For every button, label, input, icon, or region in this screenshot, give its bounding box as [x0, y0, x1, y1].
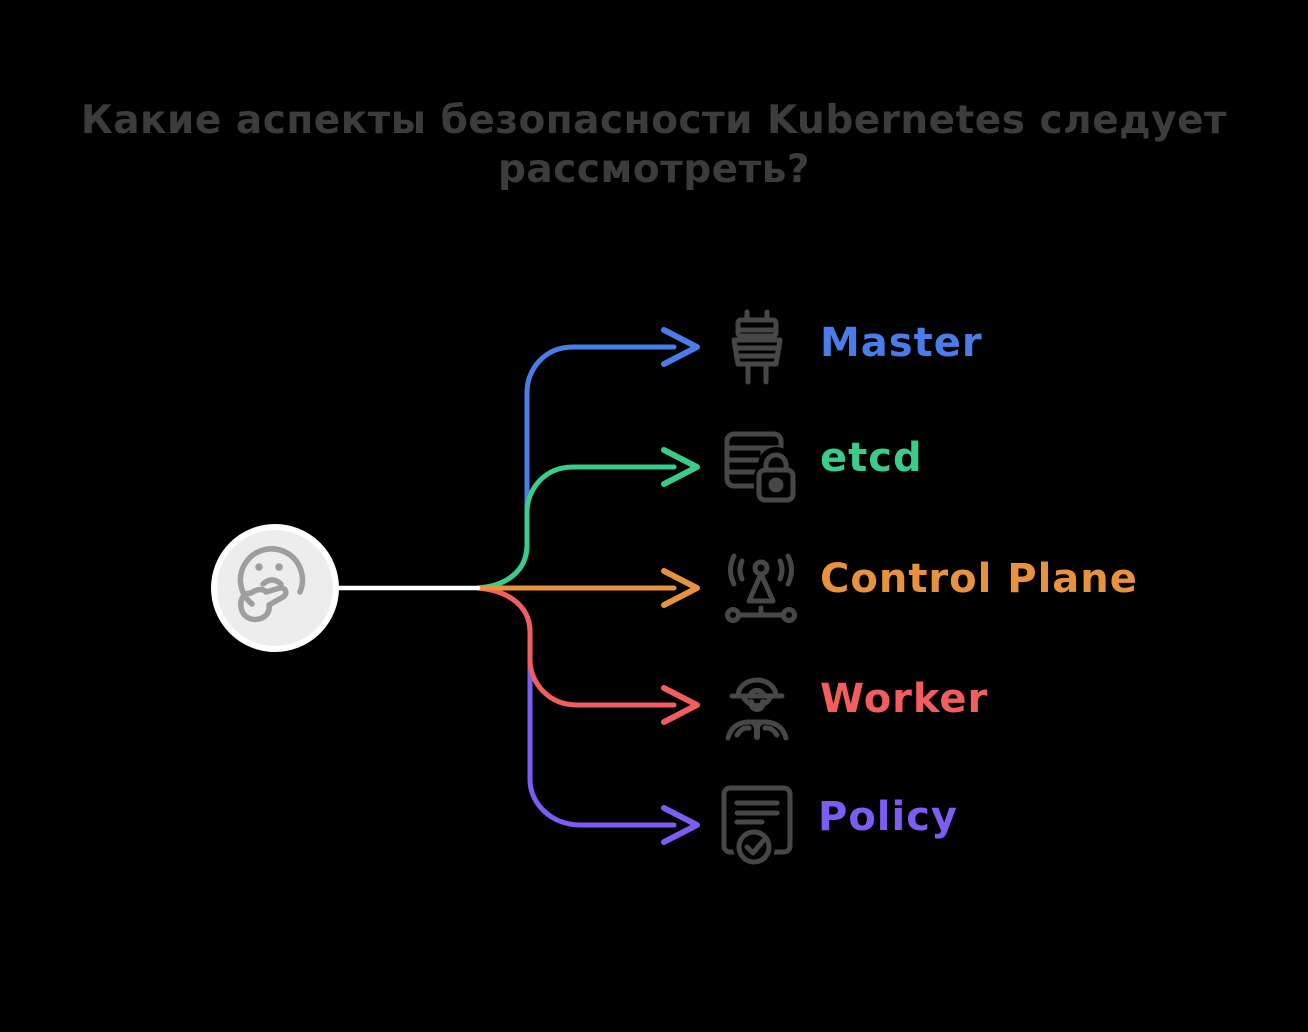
branch-curve-etcd	[475, 464, 677, 591]
database-lock-icon	[724, 431, 798, 505]
policy-document-icon	[721, 785, 793, 868]
arrowhead-policy	[661, 805, 700, 845]
arrowhead-master	[661, 327, 700, 367]
branch-label-worker: Worker	[820, 676, 988, 722]
arrowhead-control-plane	[661, 568, 700, 608]
page-title: Какие аспекты безопасности Kubernetes сл…	[0, 96, 1308, 194]
arrowhead-worker	[661, 685, 700, 725]
thinking-face-icon	[237, 546, 306, 623]
construction-worker-icon	[725, 677, 789, 741]
center-node	[211, 524, 339, 652]
branch-label-master: Master	[820, 320, 983, 366]
arrowhead-etcd	[661, 447, 700, 487]
branch-arrowheads	[661, 327, 700, 845]
branch-curves	[475, 344, 677, 828]
branch-labels: Master etcd Control Plane Worker Policy	[818, 320, 1138, 840]
branch-curve-worker	[475, 585, 677, 708]
page-title-line-1: Какие аспекты безопасности Kubernetes сл…	[80, 98, 1228, 143]
branch-label-control-plane: Control Plane	[820, 556, 1138, 602]
branch-label-etcd: etcd	[820, 435, 923, 481]
branch-label-policy: Policy	[818, 794, 958, 840]
control-tower-icon	[731, 309, 783, 385]
broadcast-antenna-icon	[725, 553, 797, 623]
page-title-line-2: рассмотреть?	[497, 147, 810, 192]
